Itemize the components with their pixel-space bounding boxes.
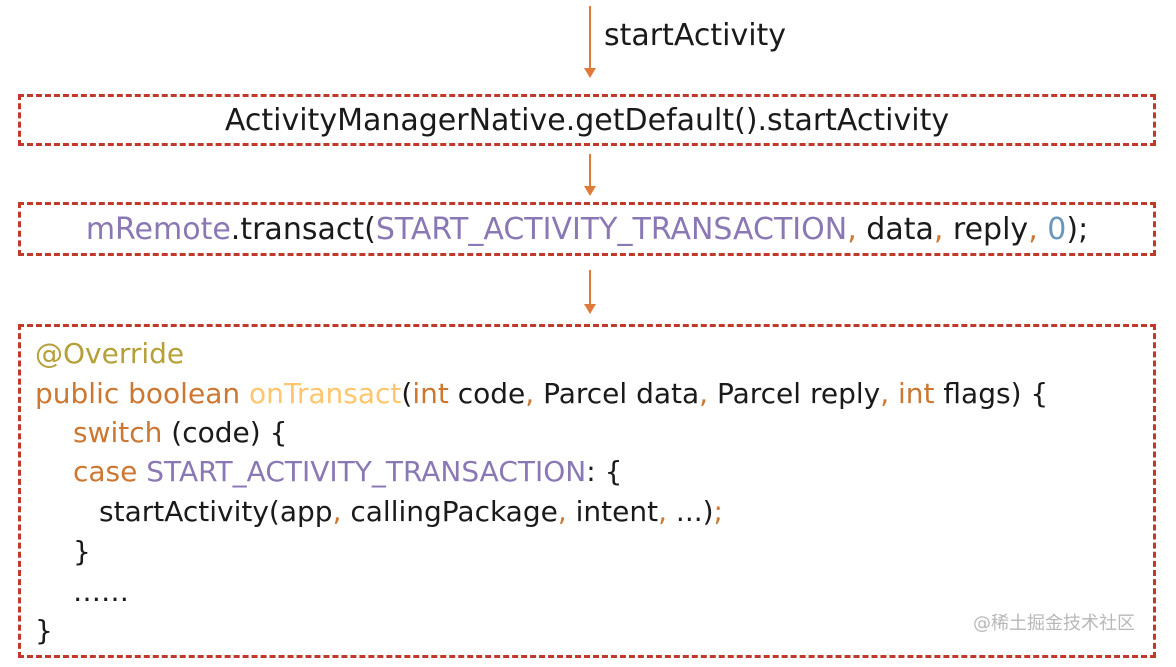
case-const: START_ACTIVITY_TRANSACTION [146,455,587,488]
arg-data: data [856,212,934,247]
comma: , [332,495,342,528]
arrow-down-2 [580,154,600,196]
start-activity-label: startActivity [604,18,787,53]
transact-box: mRemote.transact(START_ACTIVITY_TRANSACT… [18,202,1156,256]
comma: , [847,212,857,247]
arg-zero: 0 [1037,212,1067,247]
transact-call: mRemote.transact(START_ACTIVITY_TRANSACT… [21,212,1153,247]
on-transact-name: onTransact [249,377,402,410]
comma: , [880,377,890,410]
code-line-switch: switch (code) { [73,416,287,449]
arg-reply: reply [943,212,1029,247]
arg-ellipsis: ...) [667,495,714,528]
param-flags: flags) { [934,377,1049,410]
transaction-const: START_ACTIVITY_TRANSACTION [375,212,848,247]
arrow-down-1 [580,6,600,78]
transact-method: .transact( [230,212,376,247]
param-data: Parcel data [534,377,700,410]
code-line-override: @Override [35,337,185,370]
open-paren: ( [401,377,413,410]
arg-intent: intent [566,495,659,528]
watermark: @稀土掘金技术社区 [973,613,1135,634]
public-boolean-keyword: public boolean [35,377,249,410]
comma: , [525,377,535,410]
remote-var: mRemote [85,212,231,247]
comma: , [557,495,567,528]
close-paren: ); [1066,212,1089,247]
code-line-case: case START_ACTIVITY_TRANSACTION: { [73,455,622,488]
comma: , [933,212,944,247]
switch-expr: (code) { [162,416,288,449]
code-line-signature: public boolean onTransact(int code, Parc… [35,377,1048,410]
semicolon: ; [713,495,723,528]
int-keyword: int [889,377,935,410]
activity-manager-box: ActivityManagerNative.getDefault().start… [18,94,1156,146]
code-line-start-activity: startActivity(app, callingPackage, inten… [99,495,723,528]
code-line-ellipsis: …… [73,575,129,608]
case-open: : { [586,455,623,488]
case-keyword: case [73,455,147,488]
comma: , [1028,212,1038,247]
param-code: code [448,377,526,410]
arg-calling-package: callingPackage [341,495,558,528]
code-line-method-close: } [35,614,53,647]
switch-keyword: switch [73,416,163,449]
param-reply: Parcel reply [708,377,881,410]
on-transact-code-box: @Override public boolean onTransact(int … [18,324,1156,658]
arrow-down-3 [580,270,600,314]
start-activity-call: startActivity(app [99,495,333,528]
comma: , [699,377,709,410]
int-keyword: int [412,377,449,410]
activity-manager-call: ActivityManagerNative.getDefault().start… [224,103,950,138]
code-line-case-close: } [73,535,91,568]
comma: , [658,495,668,528]
